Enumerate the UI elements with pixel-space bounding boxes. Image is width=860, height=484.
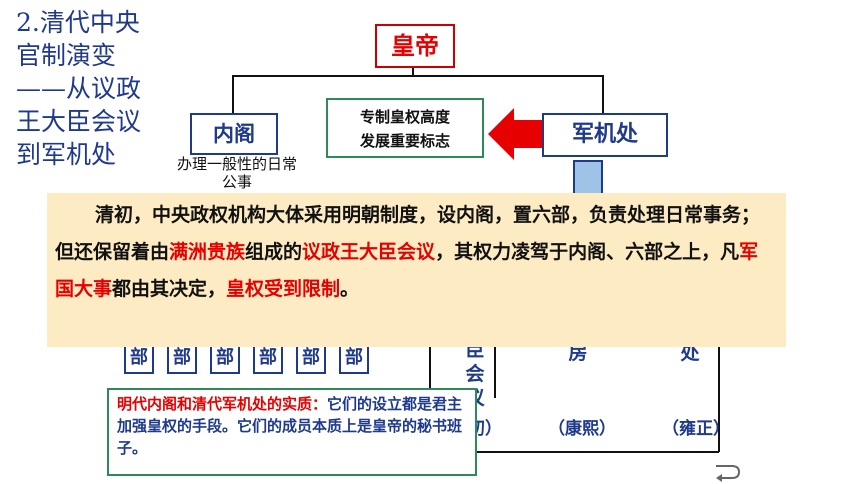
essence-note-box: 明代内阁和清代军机处的实质：它们的设立都是君主加强皇权的手段。它们的成员本质上是… bbox=[107, 388, 477, 476]
autocracy-sign-box: 专制皇权高度 发展重要标志 bbox=[326, 98, 484, 158]
era-label-kangxi: （康熙） bbox=[548, 419, 616, 439]
note-lead: 明代内阁和清代军机处的实质： bbox=[117, 395, 328, 413]
left-drop-line bbox=[232, 75, 234, 113]
ministry-box: 部 bbox=[210, 342, 240, 374]
overlay-text-3: ，其权力凌驾于内阁、六部之上，凡 bbox=[435, 241, 740, 263]
neige-description: 办理一般性的日常公事 bbox=[176, 155, 297, 191]
slide-title: 2.清代中央官制演变——从议政王大臣会议到军机处 bbox=[16, 8, 142, 169]
sign-line-1: 专制皇权高度 bbox=[359, 108, 450, 126]
sign-line-2: 发展重要标志 bbox=[359, 132, 450, 150]
bottom-right-frame bbox=[718, 340, 720, 452]
ministry-box: 部 bbox=[296, 342, 326, 374]
explanation-overlay: 清初，中央政权机构大体采用明朝制度，设内阁，置六部，负责处理日常事务；但还保留着… bbox=[47, 193, 786, 347]
fragment-label-chu: 处 bbox=[680, 342, 700, 364]
neige-box: 内阁 bbox=[190, 113, 278, 155]
overlay-text-4: 都由其决定， bbox=[112, 278, 227, 300]
junjichu-box: 军机处 bbox=[542, 113, 668, 157]
fragment-label-fang: 房 bbox=[568, 342, 588, 364]
bottom-inner-line bbox=[494, 340, 496, 398]
overlay-text-5: 。 bbox=[340, 278, 360, 300]
overlay-highlight-manchu: 满洲贵族 bbox=[169, 241, 246, 263]
emperor-stem bbox=[412, 64, 414, 76]
return-arrow-icon[interactable] bbox=[712, 462, 742, 482]
top-branch-line bbox=[232, 75, 604, 77]
bottom-frame-base bbox=[429, 451, 719, 453]
overlay-highlight-council: 议政王大臣会议 bbox=[302, 241, 436, 263]
overlay-text-2: 组成的 bbox=[245, 241, 303, 263]
red-arrow-icon bbox=[488, 108, 542, 160]
note-body: 它们的设立都是君主加强皇权的手段。它们的成员本质上是皇帝的秘书班子。 bbox=[117, 395, 463, 457]
overlay-text-1: 清初，中央政权机构大体采用明朝制度，设内阁，置六部，负责处理日常事务；但还保留着… bbox=[55, 204, 761, 263]
emperor-box: 皇帝 bbox=[375, 24, 455, 68]
overlay-highlight-military: 军国大事 bbox=[55, 241, 759, 300]
era-label-yongzheng: （雍正） bbox=[662, 419, 730, 439]
overlay-highlight-restricted: 皇权受到限制 bbox=[226, 278, 341, 300]
right-drop-line bbox=[602, 75, 604, 113]
